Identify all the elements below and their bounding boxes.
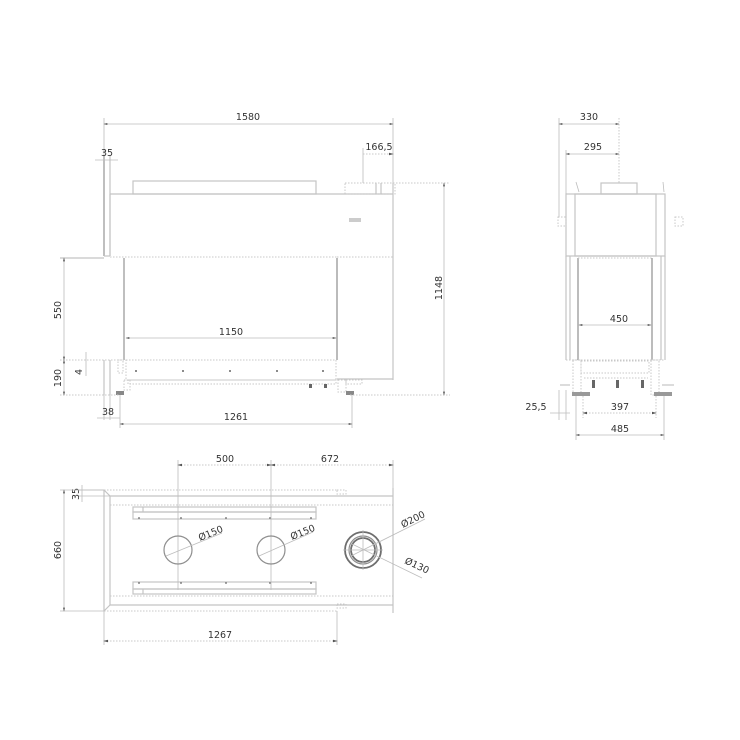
hole-1 (163, 535, 193, 565)
hole-2-diameter: Ø150 (289, 523, 317, 543)
dim-190: 190 (53, 359, 65, 396)
dim-1148: 1148 (393, 182, 450, 396)
dim-660: 660 (53, 489, 104, 612)
top-view: Ø150 Ø150 Ø200 Ø130 500 672 35 660 (53, 454, 431, 645)
dim-flue-offset: 166,5 (365, 142, 392, 153)
dim-front-offset: 35 (71, 488, 82, 500)
dim-base-height: 190 (53, 369, 64, 387)
dim-top-depth: 330 (580, 112, 598, 123)
dim-1261: 1261 (119, 395, 353, 428)
dim-length: 1267 (208, 630, 232, 641)
dim-total-height: 1148 (434, 276, 445, 300)
dim-1580: 1580 (103, 112, 394, 183)
flue-collar (343, 518, 426, 579)
dim-opening-width: 1150 (219, 327, 243, 338)
dim-500: 500 (177, 454, 272, 467)
dim-glass-height: 550 (53, 301, 64, 319)
bolt-row (135, 370, 327, 388)
dim-side-leg-offset: 25,5 (525, 402, 546, 413)
dim-spacing-2: 672 (321, 454, 339, 465)
side-view: 330 295 450 25,5 397 485 (525, 112, 684, 440)
flue-inner-diameter: Ø130 (403, 556, 431, 577)
front-view: 1580 35 166,5 1148 550 190 4 (53, 112, 450, 428)
flue-outer-diameter: Ø200 (399, 509, 427, 530)
dim-295: 295 (565, 142, 620, 194)
dim-1150: 1150 (125, 327, 337, 339)
dim-672: 672 (270, 454, 394, 467)
hole-1-diameter: Ø150 (197, 524, 225, 544)
dim-opening-depth: 450 (610, 314, 628, 325)
dim-166-5: 166,5 (362, 142, 394, 183)
dim-leg-span: 1261 (224, 412, 248, 423)
dim-38: 38 (97, 395, 120, 420)
dim-gap: 4 (74, 369, 85, 375)
hole-2 (256, 535, 286, 565)
dim-4: 4 (74, 352, 87, 376)
rail-bolts (138, 517, 312, 584)
dim-leg-outer: 485 (611, 424, 629, 435)
dim-450: 450 (578, 314, 652, 326)
side-bolts (592, 380, 644, 388)
dim-flue-center: 295 (584, 142, 602, 153)
dim-485: 485 (575, 396, 665, 440)
dim-330: 330 (558, 112, 620, 217)
dim-550: 550 (53, 257, 65, 361)
dim-side-offset: 35 (101, 148, 113, 159)
dim-depth: 660 (53, 541, 64, 559)
dim-overall-width: 1580 (236, 112, 260, 123)
dim-397: 397 (582, 396, 657, 418)
dim-spacing-1: 500 (216, 454, 234, 465)
dim-35: 35 (95, 148, 118, 161)
dim-1267: 1267 (103, 611, 338, 645)
dim-leg-inner: 397 (611, 402, 629, 413)
dim-leg-offset: 38 (102, 407, 114, 418)
dim-25-5: 25,5 (525, 390, 570, 420)
